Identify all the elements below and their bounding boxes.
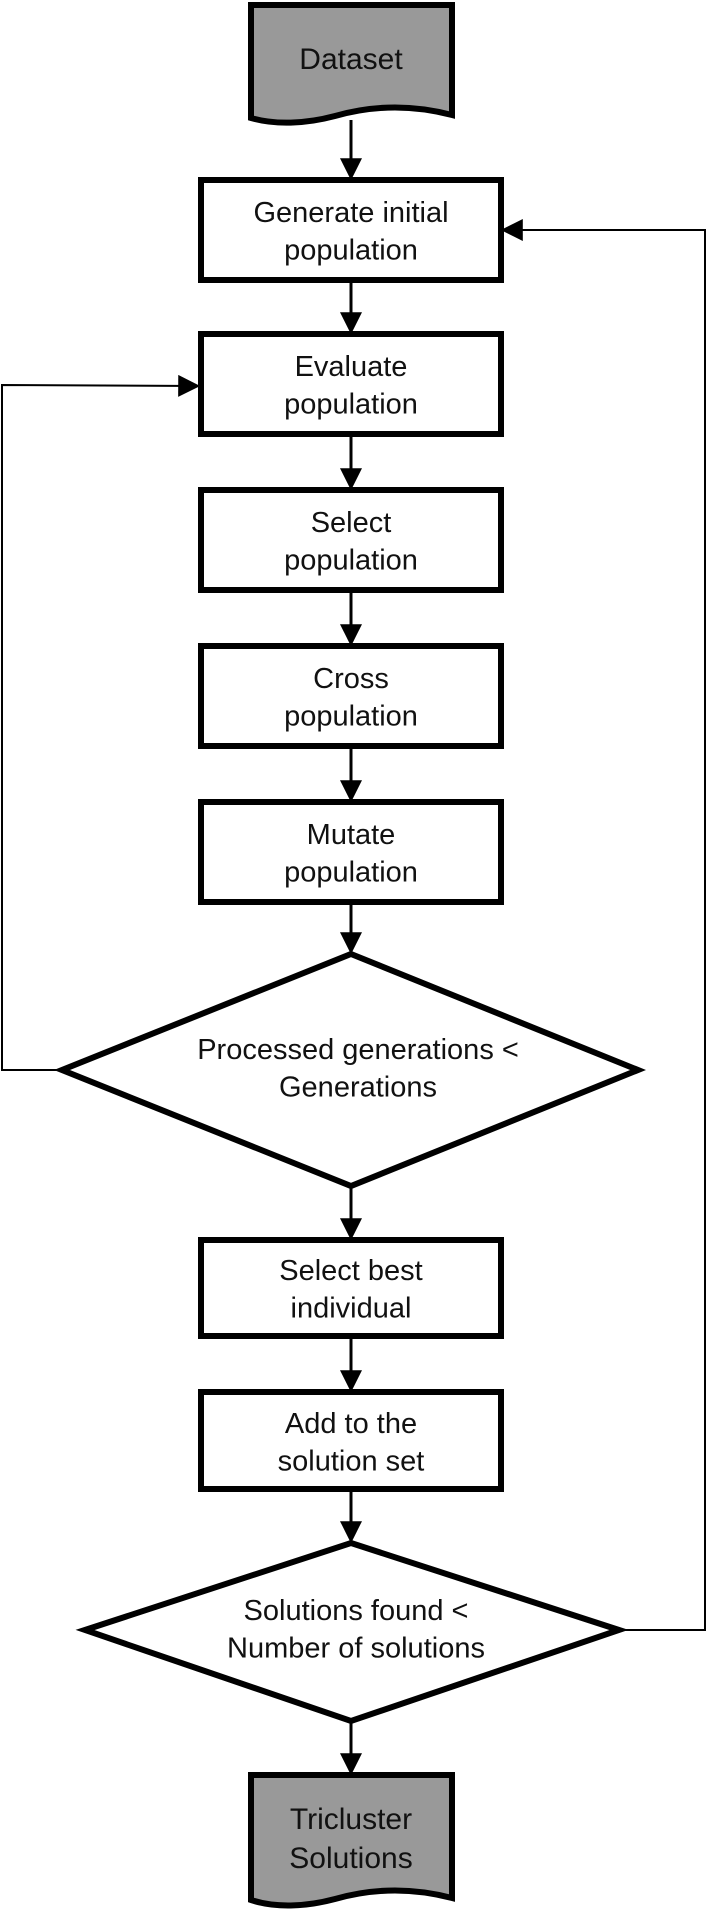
generate-line-1: Generate initial bbox=[253, 197, 448, 229]
select-population-label: Select population bbox=[284, 507, 418, 577]
select-population-box bbox=[198, 487, 504, 593]
cross-line-2: population bbox=[284, 701, 418, 733]
generate-line-2: population bbox=[284, 235, 418, 267]
dataset-line-1: Dataset bbox=[299, 43, 403, 76]
add-solution-line-1: Add to the bbox=[285, 1408, 417, 1440]
select-best-line-2: individual bbox=[291, 1293, 412, 1325]
dataset-label: Dataset bbox=[299, 43, 403, 76]
generations-check-line-1: Processed generations < bbox=[197, 1034, 519, 1066]
generations-check-diamond bbox=[53, 950, 647, 1190]
cross-line-1: Cross bbox=[313, 663, 389, 695]
select-best-node: Select best individual bbox=[198, 1237, 504, 1339]
mutate-line-1: Mutate bbox=[307, 819, 396, 851]
mutate-label: Mutate population bbox=[284, 819, 418, 889]
cross-node: Cross population bbox=[198, 643, 504, 749]
tricluster-shape bbox=[248, 1772, 455, 1909]
evaluate-label: Evaluate population bbox=[284, 351, 418, 421]
solutions-check-line-1: Solutions found < bbox=[244, 1595, 469, 1627]
loop-solutions-to-generate bbox=[500, 219, 706, 1631]
solutions-check-label: Solutions found < Number of solutions bbox=[227, 1595, 485, 1665]
mutate-node: Mutate population bbox=[198, 799, 504, 905]
add-solution-label: Add to the solution set bbox=[278, 1408, 425, 1478]
generations-check-node: Processed generations < Generations bbox=[53, 950, 647, 1190]
evaluate-line-1: Evaluate bbox=[295, 351, 408, 383]
select-best-line-1: Select best bbox=[279, 1255, 422, 1287]
dataset-node: Dataset bbox=[248, 2, 455, 126]
select-best-label: Select best individual bbox=[279, 1255, 422, 1325]
generations-check-label: Processed generations < Generations bbox=[197, 1034, 519, 1104]
mutate-box bbox=[198, 799, 504, 905]
cross-label: Cross population bbox=[284, 663, 418, 733]
select-population-line-2: population bbox=[284, 545, 418, 577]
evaluate-line-2: population bbox=[284, 389, 418, 421]
add-solution-node: Add to the solution set bbox=[198, 1389, 504, 1492]
generate-label: Generate initial population bbox=[253, 197, 448, 267]
solutions-check-line-2: Number of solutions bbox=[227, 1633, 485, 1665]
tricluster-line-1: Tricluster bbox=[290, 1803, 412, 1836]
cross-box bbox=[198, 643, 504, 749]
evaluate-node: Evaluate population bbox=[198, 331, 504, 437]
generate-node: Generate initial population bbox=[198, 177, 504, 283]
mutate-line-2: population bbox=[284, 857, 418, 889]
select-best-box bbox=[198, 1237, 504, 1339]
dataset-shape bbox=[248, 2, 455, 126]
add-solution-line-2: solution set bbox=[278, 1446, 425, 1478]
add-solution-box bbox=[198, 1389, 504, 1492]
tricluster-line-2: Solutions bbox=[289, 1842, 412, 1875]
solutions-check-node: Solutions found < Number of solutions bbox=[75, 1539, 629, 1725]
select-population-line-1: Select bbox=[311, 507, 392, 539]
loop-generations-to-evaluate bbox=[1, 374, 201, 1071]
solutions-check-diamond bbox=[75, 1539, 629, 1725]
select-population-node: Select population bbox=[198, 487, 504, 593]
connectors bbox=[1, 120, 706, 1776]
evaluate-box bbox=[198, 331, 504, 437]
generations-check-line-2: Generations bbox=[279, 1072, 437, 1104]
generate-box bbox=[198, 177, 504, 283]
